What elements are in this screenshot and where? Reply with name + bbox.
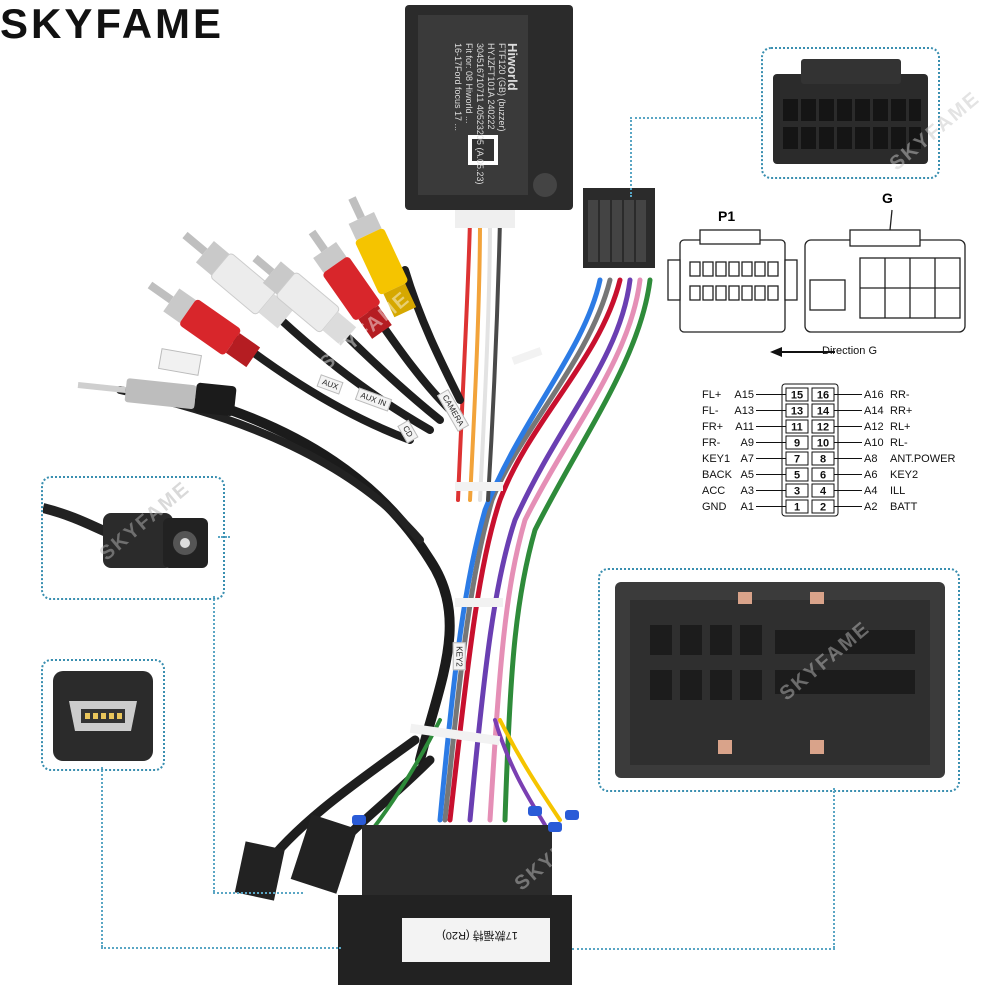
pin-label: GND <box>702 501 727 513</box>
direction-label: Direction G <box>822 345 878 357</box>
pin-label: RR- <box>890 389 910 401</box>
connector-line-drawings <box>667 209 966 357</box>
pin-label: BACK <box>702 469 733 481</box>
pin-label: ILL <box>890 485 905 497</box>
fakra-connector-icon <box>43 503 208 568</box>
pin-label: KEY2 <box>890 469 918 481</box>
connector-16pin-icon <box>773 59 928 164</box>
pin-label: ANT.POWER <box>890 453 955 465</box>
pin-label: FL+ <box>702 389 721 401</box>
pin-number: 7 <box>794 454 800 466</box>
pin-code: A1 <box>741 501 754 513</box>
canbox-line3: 304516710711 40523205 (A.05.23) <box>475 43 485 185</box>
pin-label: FR- <box>702 437 721 449</box>
pin-number: 1 <box>794 502 800 514</box>
pin-code: A5 <box>741 469 754 481</box>
pin-code: A3 <box>741 485 754 497</box>
pin-number: 3 <box>794 486 800 498</box>
car-connector-photo-panel <box>598 568 960 792</box>
pin-code: A10 <box>864 437 884 449</box>
pin-number: 12 <box>817 422 829 434</box>
pin-code: A12 <box>864 421 884 433</box>
canbox-line5: 16-17Ford focus 17 ... <box>453 43 463 132</box>
car-connector-icon <box>615 582 945 778</box>
harness-tag: 17款福特 (R20) <box>442 929 518 941</box>
g-label: G <box>882 190 893 206</box>
canbox-line1: FTF120 (GB) (buzzer) <box>497 43 507 132</box>
pin-code: A16 <box>864 389 884 401</box>
pin-label: KEY1 <box>702 453 730 465</box>
pin-label: FR+ <box>702 421 723 433</box>
pin-label: BATT <box>890 501 918 513</box>
pin-code: A15 <box>734 389 754 401</box>
pin-number: 2 <box>820 502 826 514</box>
pin-code: A6 <box>864 469 877 481</box>
pin-code: A7 <box>741 453 754 465</box>
pin-number: 10 <box>817 438 829 450</box>
canbox-line2: HYJZFT101A 240222 <box>486 43 496 130</box>
pin-label: ACC <box>702 485 725 497</box>
pin-code: A11 <box>735 421 754 433</box>
p1-label: P1 <box>718 208 736 224</box>
canbox-label: Hiworld FTF120 (GB) (buzzer) HYJZFT101A … <box>452 43 520 223</box>
pin-number: 11 <box>791 422 803 434</box>
pin-label: RL- <box>890 437 908 449</box>
mini-usb-photo-panel <box>41 659 165 771</box>
pin-number: 4 <box>820 486 827 498</box>
pin-label: FL- <box>702 405 719 417</box>
pin-number: 16 <box>817 390 829 402</box>
pin-number: 15 <box>791 390 803 402</box>
pin-number: 8 <box>820 454 826 466</box>
pin-number: 9 <box>794 438 800 450</box>
pinout-svg: 15A15FL+13A13FL-11A11FR+9A9FR-7A7KEY15A5… <box>702 383 955 517</box>
pin-code: A9 <box>741 437 754 449</box>
pin-code: A8 <box>864 453 877 465</box>
pin-number: 14 <box>817 406 830 418</box>
pin-number: 5 <box>794 470 800 482</box>
canbox-maker: Hiworld <box>505 43 520 91</box>
cable-tag-key: KEY2 <box>452 642 466 671</box>
pin-label: RL+ <box>890 421 911 433</box>
pin-code: A4 <box>864 485 877 497</box>
pin-code: A14 <box>864 405 884 417</box>
brand-logo: SKYFAME <box>0 0 225 47</box>
canbox-line4: Fit for: 08 Hiworld ... <box>464 43 474 124</box>
fakra-photo-panel <box>41 476 225 600</box>
pin-number: 13 <box>791 406 803 418</box>
pin-code: A2 <box>864 501 877 513</box>
connector-photo-panel <box>761 47 940 179</box>
mini-usb-icon <box>53 671 153 761</box>
pin-code: A13 <box>734 405 754 417</box>
pin-label: RR+ <box>890 405 912 417</box>
pin-number: 6 <box>820 470 826 482</box>
